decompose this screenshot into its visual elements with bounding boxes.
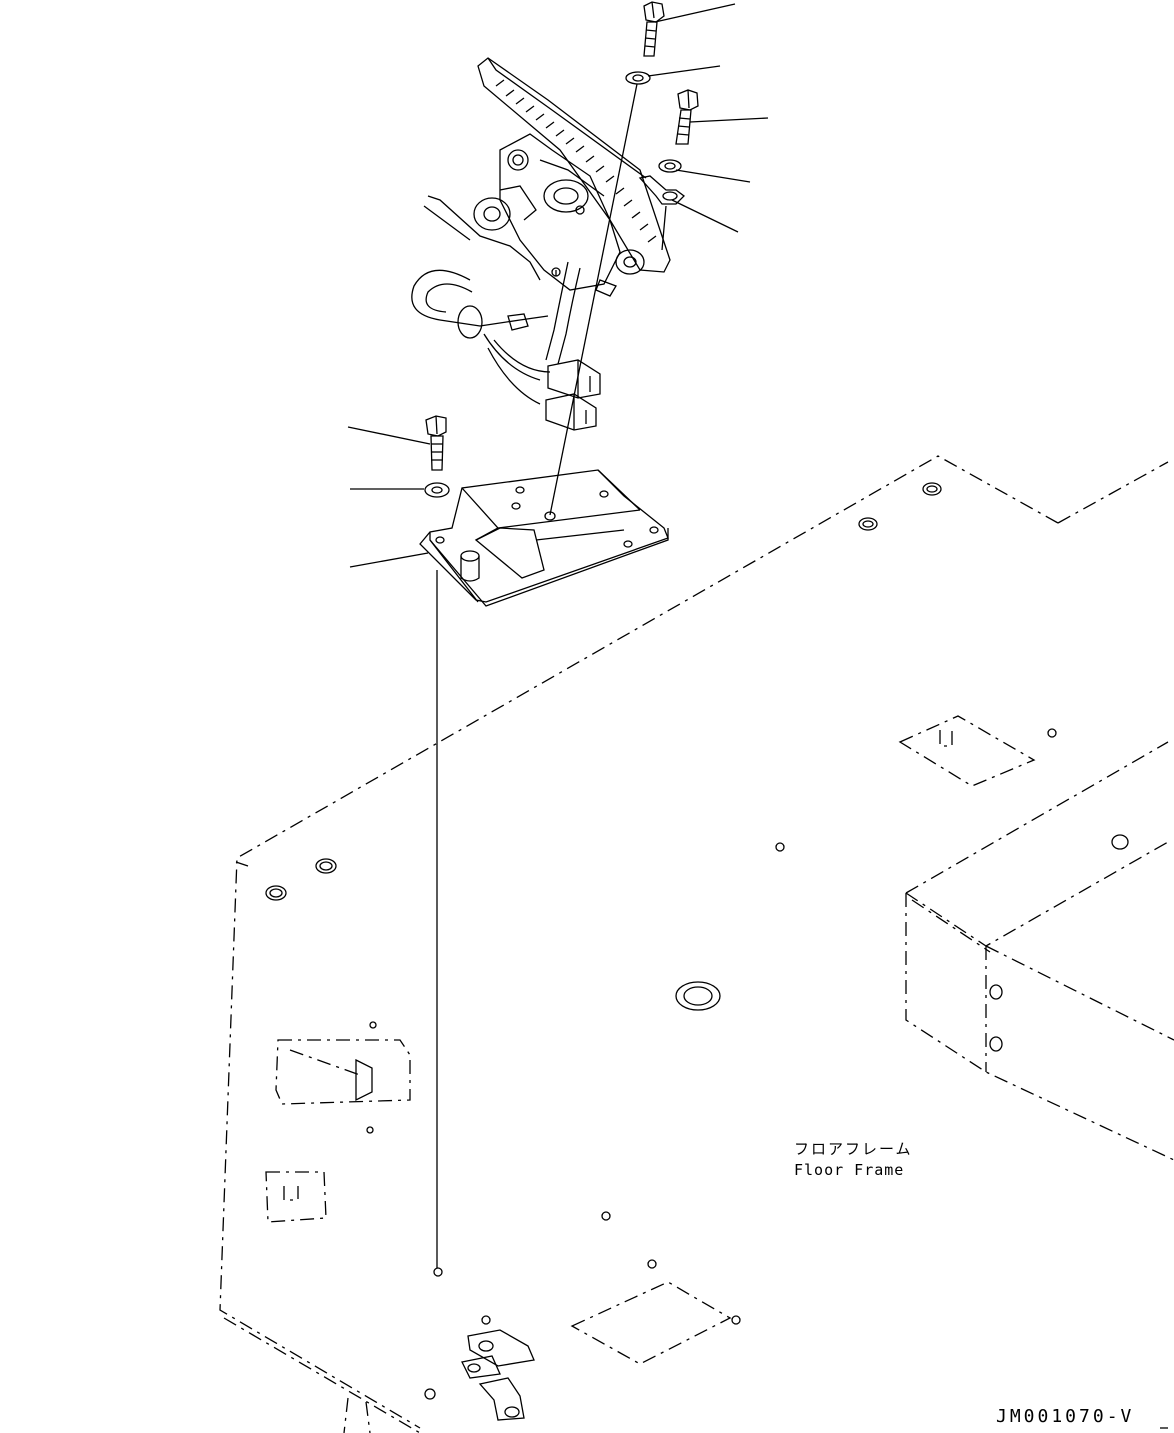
assembly-guide-lines bbox=[436, 83, 667, 1268]
floor-frame-label-jp: フロアフレーム bbox=[794, 1140, 913, 1158]
left-washer bbox=[424, 482, 450, 498]
mounting-bracket bbox=[419, 469, 669, 607]
clip-washer bbox=[638, 175, 685, 205]
top-bolt bbox=[643, 1, 665, 57]
frame-bottom-brackets bbox=[355, 1058, 535, 1421]
frame-holes bbox=[265, 482, 1129, 1400]
floor-frame-label-en: Floor Frame bbox=[794, 1161, 905, 1179]
top-washer bbox=[625, 71, 651, 85]
floor-frame bbox=[219, 455, 1174, 1433]
drawing-code: JM001070-V bbox=[996, 1406, 1135, 1427]
left-bolt bbox=[425, 415, 447, 471]
mid-washer bbox=[658, 159, 682, 173]
mid-bolt bbox=[675, 89, 699, 145]
part-leader-lines bbox=[347, 3, 769, 568]
pedal-assembly bbox=[411, 57, 671, 431]
